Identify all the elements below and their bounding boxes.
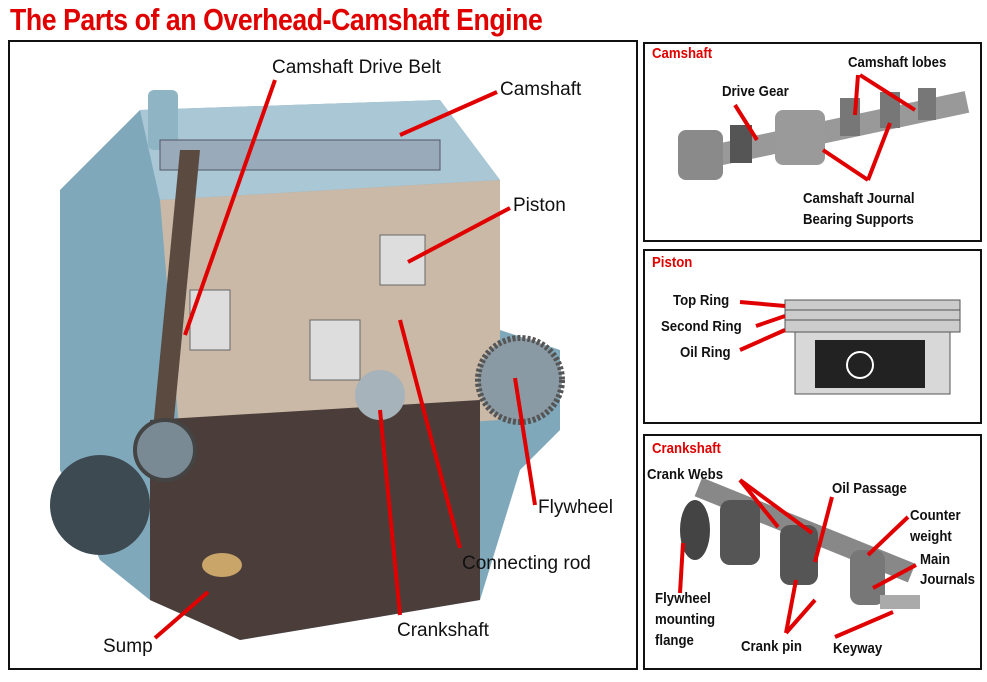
label-crank-webs: Crank Webs (647, 466, 724, 483)
label-crankshaft: Crankshaft (397, 620, 489, 641)
label-sump: Sump (103, 636, 153, 657)
label-oil-ring: Oil Ring (680, 344, 731, 361)
label-camshaft-lobes: Camshaft lobes (848, 54, 947, 71)
label-main-1: Main (920, 551, 951, 568)
camshaft-illustration (678, 88, 970, 180)
label-crank-pin: Crank pin (741, 638, 802, 655)
label-counter-2: weight (910, 528, 952, 545)
page-title: The Parts of an Overhead-Camshaft Engine (10, 2, 543, 37)
label-counter-1: Counter (910, 507, 961, 524)
label-drive-gear: Drive Gear (722, 83, 789, 100)
label-top-ring: Top Ring (673, 292, 730, 309)
label-journal-2: Bearing Supports (803, 211, 914, 228)
callout-arrows (153, 73, 917, 640)
label-journal-1: Camshaft Journal (803, 190, 915, 207)
label-flywheel: Flywheel (538, 497, 613, 518)
label-main-2: Journals (920, 571, 976, 588)
crankshaft-panel-title: Crankshaft (652, 440, 721, 457)
label-flywheel-2: mounting (655, 611, 716, 628)
camshaft-panel-title: Camshaft (652, 45, 713, 62)
label-keyway: Keyway (833, 640, 883, 657)
label-camshaft-drive-belt: Camshaft Drive Belt (272, 57, 441, 78)
label-second-ring: Second Ring (661, 318, 742, 335)
piston-panel-title: Piston (652, 254, 693, 271)
label-flywheel-1: Flywheel (655, 590, 711, 607)
label-piston: Piston (513, 195, 566, 216)
label-oil-passage: Oil Passage (832, 480, 907, 497)
label-connecting-rod: Connecting rod (462, 553, 591, 574)
label-flywheel-3: flange (655, 632, 694, 649)
piston-illustration (784, 299, 961, 395)
label-camshaft: Camshaft (500, 79, 582, 100)
